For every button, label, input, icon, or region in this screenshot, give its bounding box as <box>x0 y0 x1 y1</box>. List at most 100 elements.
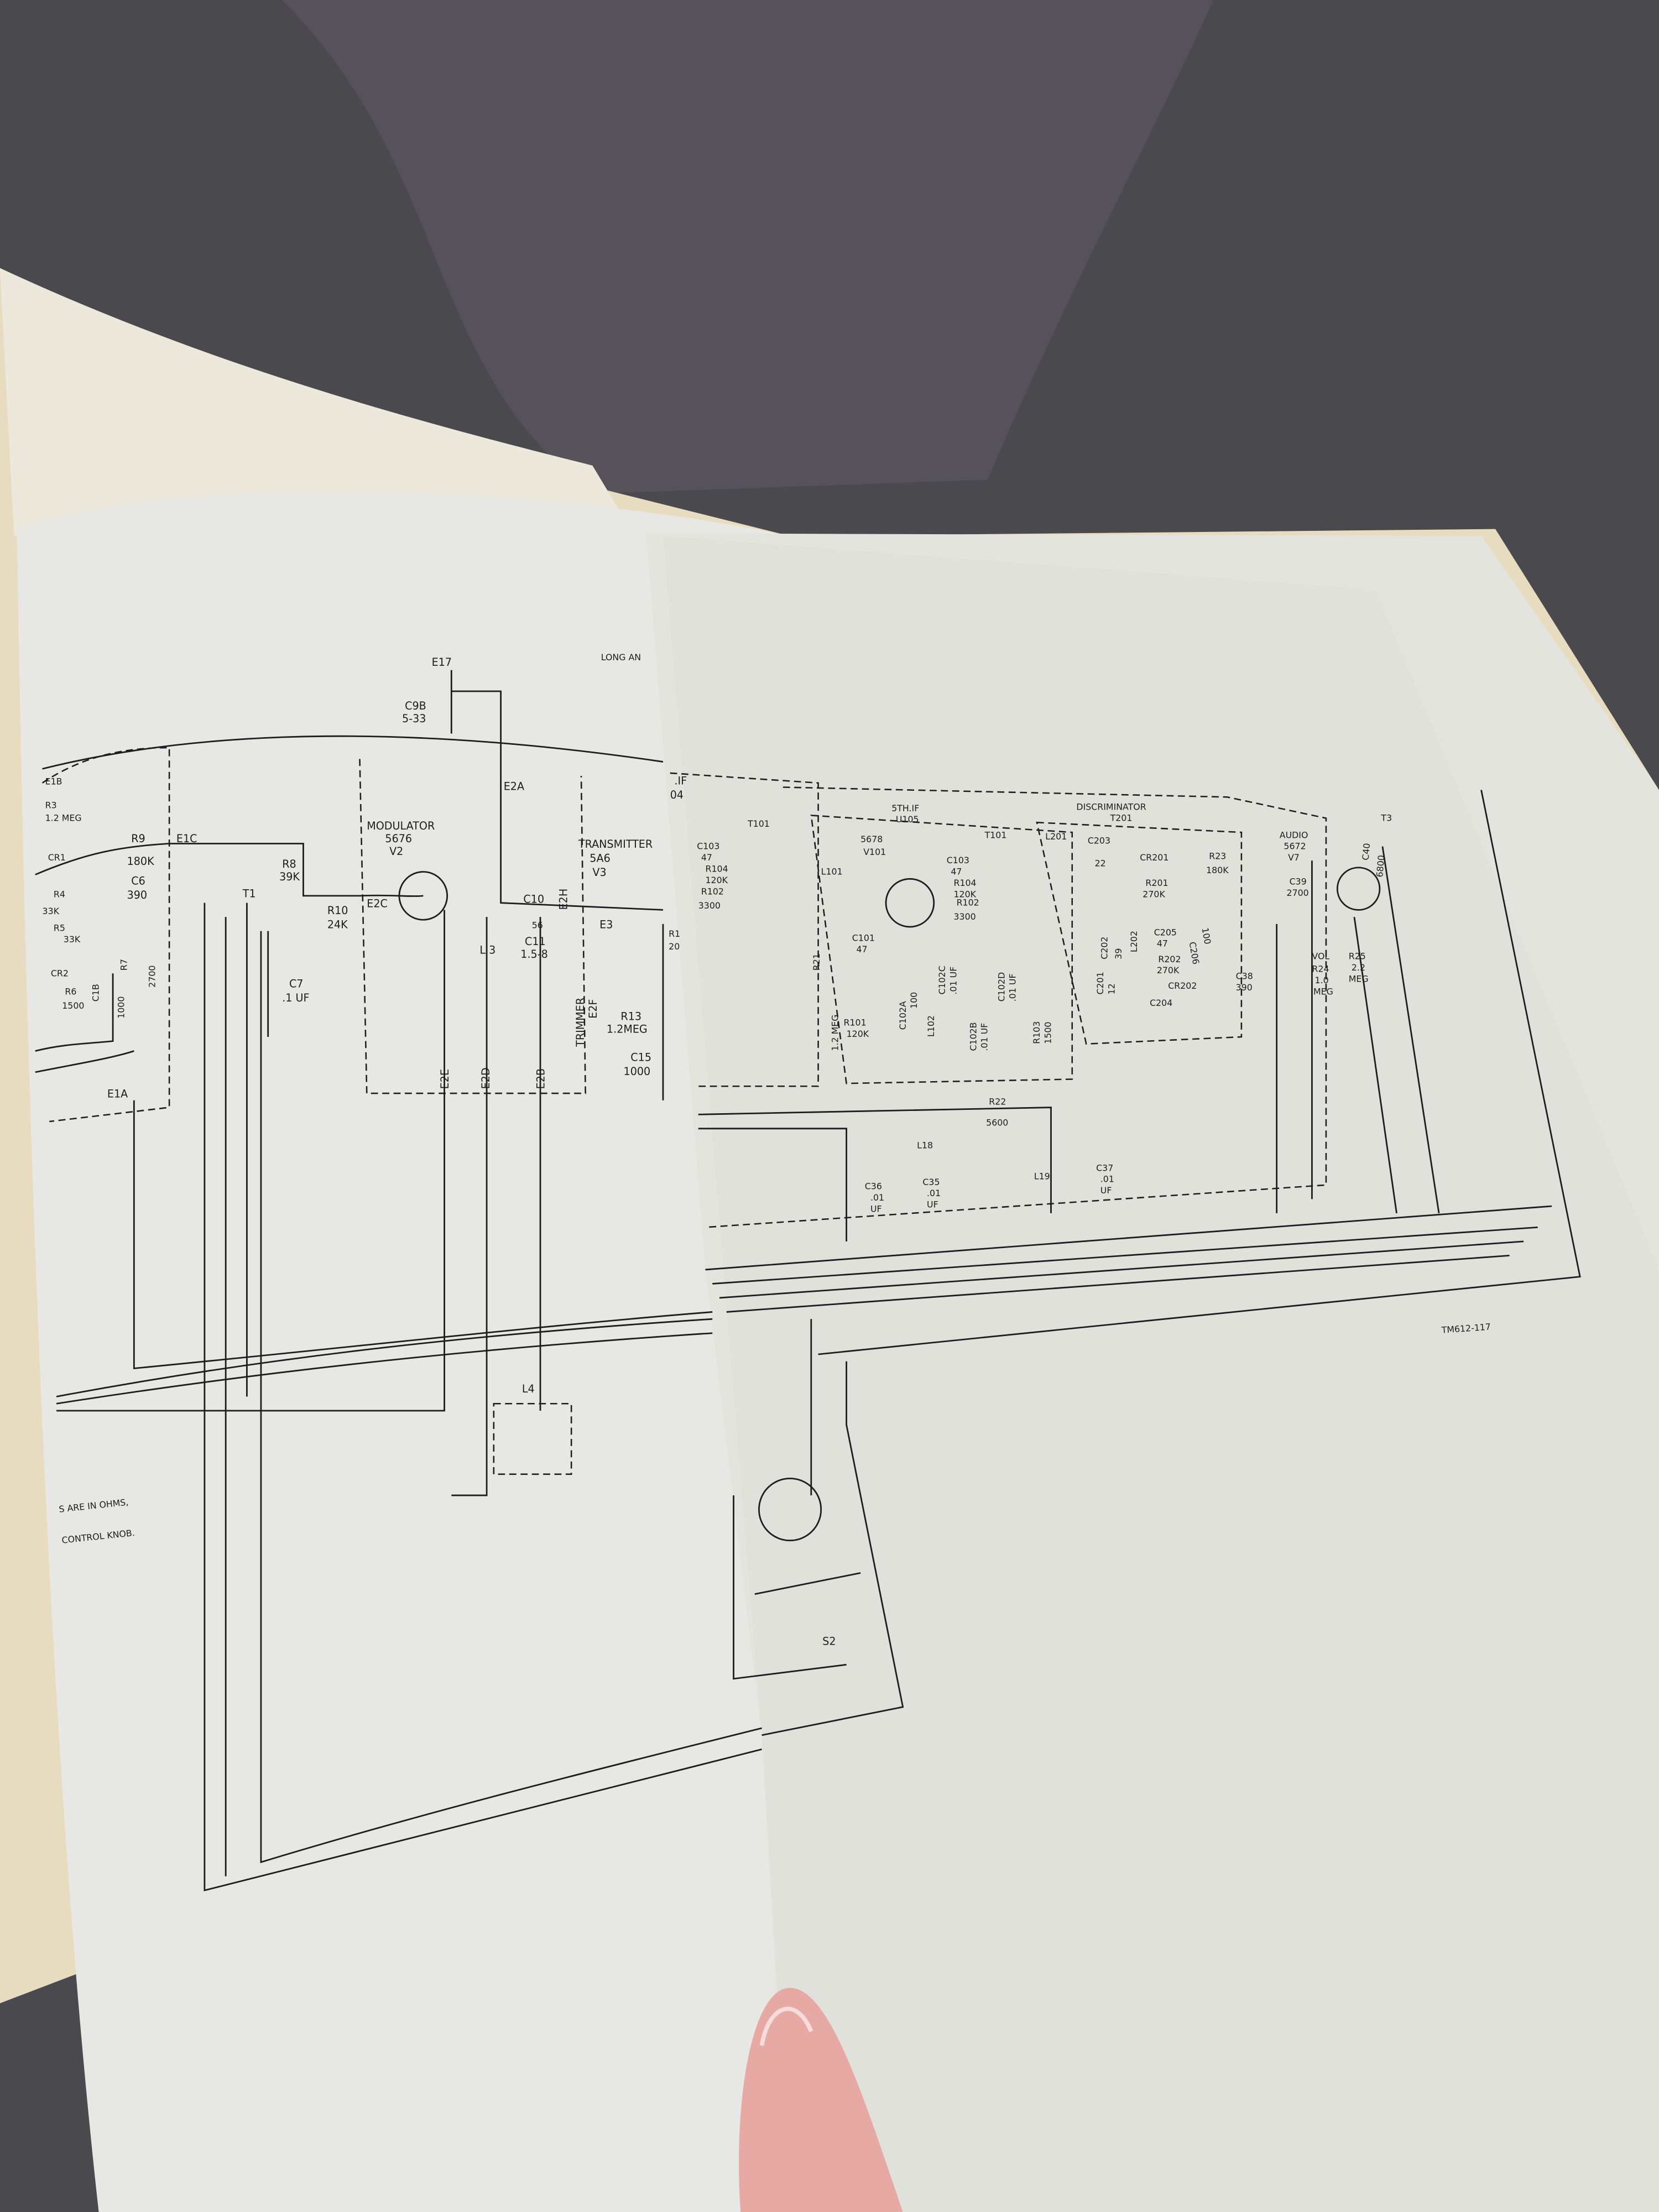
label-R101: R101 <box>844 1018 867 1028</box>
label-C201: C201 <box>1095 972 1105 994</box>
label-5th-if: 5TH.IF <box>891 803 919 813</box>
label-T101a: T101 <box>747 818 770 829</box>
label-C38-value: 390 <box>1236 982 1253 993</box>
label-R104a: R104 <box>706 864 728 874</box>
label-C40-value: 6800 <box>1374 854 1386 878</box>
label-R104b-value: 120K <box>953 889 976 899</box>
label-C11-value: 1.5-8 <box>520 948 547 961</box>
label-R25-value: 2.2 <box>1352 962 1365 973</box>
label-L19: L19 <box>1034 1171 1050 1182</box>
label-R4-value: 33K <box>43 906 60 916</box>
label-R201: R201 <box>1145 878 1168 888</box>
label-C7: C7 <box>289 978 304 990</box>
label-R23: R23 <box>1209 851 1226 862</box>
label-E2A: E2A <box>504 780 524 793</box>
label-R104a-value: 120K <box>706 875 728 885</box>
label-R21-value: 1.2 MEG <box>830 1015 840 1051</box>
label-C9B-value: 5-33 <box>402 712 426 725</box>
label-CR2: CR2 <box>51 968 69 978</box>
label-C102B-value: .01 UF <box>979 1023 990 1051</box>
label-R3: R3 <box>45 800 57 811</box>
label-audio-ref: V7 <box>1288 852 1300 863</box>
label-E2B: E2B <box>535 1068 547 1089</box>
label-trimmer: TRIMMER <box>574 998 587 1047</box>
label-T101b: T101 <box>984 830 1007 840</box>
label-C15-value: 1000 <box>624 1065 651 1078</box>
label-E2C: E2C <box>367 897 388 910</box>
label-R13: R13 <box>620 1010 641 1022</box>
label-transmitter: TRANSMITTER <box>578 838 653 851</box>
left-page <box>17 492 790 2212</box>
label-R22-value: 5600 <box>986 1118 1008 1128</box>
label-C39: C39 <box>1290 876 1307 886</box>
label-R10: R10 <box>327 904 348 917</box>
label-R1-value: 20 <box>669 941 680 952</box>
finger-with-nail <box>739 1987 903 2212</box>
label-R7-value: 2700 <box>147 966 158 988</box>
label-C202-value: 39 <box>1113 948 1124 959</box>
label-C201-value: 12 <box>1106 983 1117 994</box>
label-R5: R5 <box>54 923 65 933</box>
label-C10: C10 <box>523 893 544 906</box>
label-R102a: R102 <box>701 886 724 896</box>
label-E3: E3 <box>599 919 613 931</box>
label-E1B: E1B <box>45 776 62 786</box>
label-L202: L202 <box>1129 931 1139 952</box>
schematic-wires-left <box>35 670 762 1892</box>
label-transmitter-tube: 5A6 <box>589 852 610 865</box>
label-C204: C204 <box>1150 998 1172 1008</box>
label-C36-unit: UF <box>870 1203 882 1214</box>
label-R102b: R102 <box>957 898 979 908</box>
label-R102b-value: 3300 <box>953 911 975 922</box>
label-C102D: C102D <box>996 972 1006 1001</box>
label-R21: R21 <box>811 953 822 971</box>
label-C103a: C103 <box>697 841 719 852</box>
label-R202-value: 270K <box>1157 965 1180 975</box>
label-R101-value: 120K <box>847 1029 869 1039</box>
label-C102A: C102A <box>898 1001 908 1030</box>
label-modulator: MODULATOR <box>367 820 435 832</box>
label-v101: V101 <box>863 847 886 857</box>
label-L201: L201 <box>1045 831 1067 842</box>
label-T3: T3 <box>1380 813 1392 823</box>
label-R103: R103 <box>1031 1021 1042 1044</box>
label-audio: AUDIO <box>1280 830 1308 840</box>
label-E1C: E1C <box>176 832 197 845</box>
label-R6-value: 1500 <box>62 1000 84 1011</box>
label-C205-value: 47 <box>1157 938 1168 949</box>
right-schematic-labels: .IF 04 5TH.IF U105 5678 V101 L101 T101 T… <box>670 774 1491 1647</box>
label-C15: C15 <box>630 1051 651 1063</box>
label-C37: C37 <box>1096 1162 1113 1173</box>
label-5th-if-ref: U105 <box>896 814 919 825</box>
label-C6: C6 <box>131 874 145 887</box>
label-R1: R1 <box>669 928 680 939</box>
label-R8-value: 39K <box>279 870 300 883</box>
label-E2E: E2E <box>439 1069 451 1089</box>
label-C40: C40 <box>1360 843 1373 861</box>
label-CR201: CR201 <box>1140 852 1168 863</box>
label-R9-value: 180K <box>127 855 155 868</box>
label-C102B: C102B <box>968 1022 978 1051</box>
label-C7-value: .1 UF <box>282 992 309 1004</box>
label-R13-value: 1.2MEG <box>607 1022 648 1035</box>
label-transmitter-ref: V3 <box>592 866 606 879</box>
label-CR202: CR202 <box>1168 980 1197 991</box>
label-C103b: C103 <box>947 855 969 865</box>
left-schematic-labels: E17 C9B 5-33 LONG AN E1B R3 1.2 MEG R9 1… <box>43 652 681 1546</box>
label-E2H: E2H <box>557 889 570 910</box>
label-C36-value: .01 <box>870 1192 884 1203</box>
label-C202: C202 <box>1099 937 1110 959</box>
label-C35: C35 <box>922 1177 940 1187</box>
curled-back-page <box>0 268 635 536</box>
label-C1B: C1B <box>91 984 101 1001</box>
label-R104b: R104 <box>953 878 976 888</box>
label-C37-value: .01 <box>1100 1174 1114 1185</box>
label-C102A-value: 100 <box>909 992 919 1009</box>
label-audio-tube: 5672 <box>1284 841 1306 852</box>
label-R22: R22 <box>989 1096 1006 1107</box>
label-R7: R7 <box>119 959 129 971</box>
label-C35-value: .01 <box>927 1188 941 1198</box>
label-R9: R9 <box>131 832 145 845</box>
